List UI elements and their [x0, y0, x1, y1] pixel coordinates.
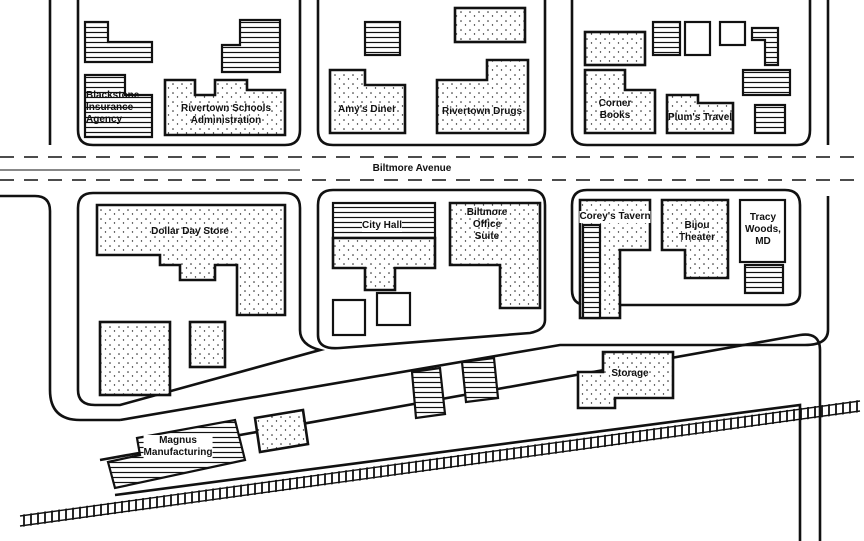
label-rivertown-drugs: Rivertown Drugs	[441, 106, 523, 117]
label-bijou-theater: Bijou Theater	[678, 220, 716, 243]
building	[98, 320, 172, 397]
building	[220, 18, 282, 74]
building-corner-books	[583, 68, 657, 135]
building	[331, 298, 367, 337]
building-plums-travel	[665, 93, 735, 135]
label-tracy-woods: Tracy Woods, MD	[745, 212, 781, 247]
building-storage	[576, 350, 675, 410]
railroad-tracks	[19, 400, 861, 527]
label-coreys-tavern: Corey's Tavern	[579, 211, 651, 223]
label-blackstone: Blackstone Insurance Agency	[86, 90, 140, 125]
label-magnus-manufacturing: Magnus Manufacturing	[143, 435, 213, 459]
building	[741, 68, 792, 97]
label-dollar-day-store: Dollar Day Store	[151, 226, 229, 237]
building	[718, 20, 747, 47]
building-part	[581, 223, 602, 320]
street-label-biltmore-avenue: Biltmore Avenue	[369, 163, 455, 175]
building	[460, 356, 500, 404]
building	[683, 20, 712, 57]
building-bijou-theater	[660, 198, 730, 280]
avenue-lane-lines	[0, 156, 864, 181]
building-rivertown-schools	[163, 78, 287, 137]
building	[83, 20, 154, 64]
label-biltmore-office: Biltmore Office Suite	[466, 207, 508, 242]
building-amys-diner	[328, 68, 407, 135]
label-plums-travel: Plum's Travel	[667, 112, 733, 123]
building-biltmore-office	[448, 201, 542, 310]
building	[453, 6, 527, 44]
building	[651, 20, 682, 57]
label-corner-books: Corner Books	[598, 98, 632, 121]
building	[375, 291, 412, 327]
building	[363, 20, 402, 57]
label-rivertown-schools: Rivertown Schools Administration	[180, 103, 272, 126]
building	[753, 103, 787, 135]
building-dollar-day-store	[95, 203, 287, 317]
building-tracy-woods	[738, 198, 787, 264]
label-amys-diner: Amy's Diner	[338, 104, 396, 115]
building	[583, 30, 647, 67]
building	[750, 26, 780, 67]
building-rivertown-drugs	[435, 58, 530, 135]
building	[253, 408, 310, 454]
building	[410, 366, 447, 420]
building-city-hall	[331, 236, 437, 292]
building-blackstone	[83, 73, 154, 139]
building	[743, 263, 785, 295]
label-storage: Storage	[611, 368, 649, 379]
label-city-hall: City Hall	[361, 220, 403, 232]
building	[188, 320, 227, 369]
